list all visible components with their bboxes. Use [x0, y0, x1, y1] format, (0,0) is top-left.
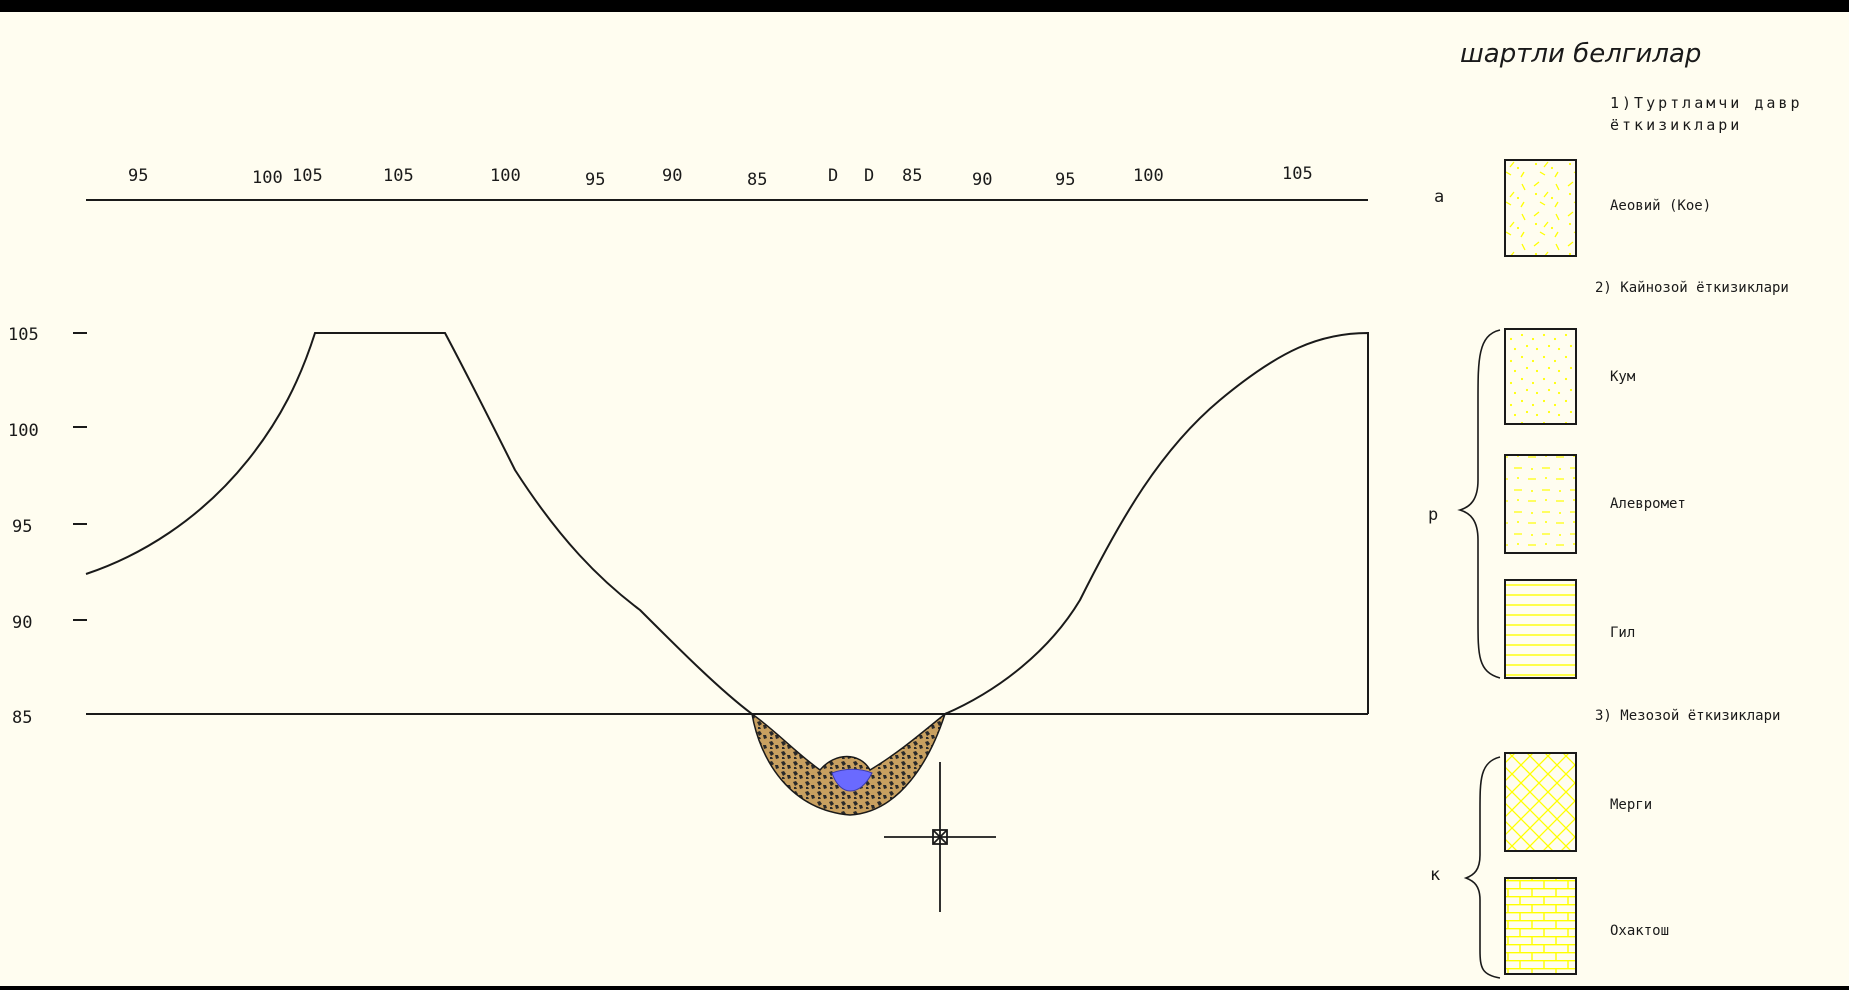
y-axis-label: 100 — [8, 421, 39, 441]
top-label: D — [828, 166, 838, 186]
crosshair-cursor-icon — [884, 762, 996, 912]
top-label: 100 — [252, 168, 283, 188]
brace-k — [1463, 756, 1501, 979]
legend-title: шартли белгилар — [1460, 39, 1701, 69]
legend-section-3: 3) Мезозой ёткизиклари — [1595, 708, 1780, 724]
valley-profile — [85, 331, 1369, 715]
legend-index-p: р — [1428, 505, 1438, 525]
legend-index-k: к — [1430, 865, 1440, 885]
swatch-alluvial — [1504, 159, 1577, 257]
legend-item-limestone: Охактош — [1610, 923, 1669, 939]
top-label: 90 — [972, 170, 992, 190]
top-scale: 95 100 105 105 100 95 90 85 D D 85 90 95… — [86, 164, 1368, 201]
swatch-siltstone — [1504, 454, 1577, 554]
top-label: 100 — [1133, 166, 1164, 186]
y-axis-label: 105 — [8, 325, 39, 345]
top-label: 95 — [585, 170, 605, 190]
top-label: 90 — [662, 166, 682, 186]
swatch-limestone — [1504, 877, 1577, 975]
swatch-marl — [1504, 752, 1577, 852]
river-deposits — [750, 711, 947, 816]
top-label: 105 — [292, 166, 323, 186]
brace-p — [1457, 329, 1501, 679]
top-label: 100 — [490, 166, 521, 186]
y-axis: 105 100 95 90 85 — [8, 325, 87, 728]
legend-index-a: а — [1434, 187, 1444, 207]
top-label: 85 — [747, 170, 767, 190]
swatch-clay — [1504, 579, 1577, 679]
top-label: 105 — [1282, 164, 1313, 184]
y-axis-label: 95 — [12, 517, 32, 537]
swatch-sand — [1504, 328, 1577, 425]
legend-item-siltstone: Алевромет — [1610, 496, 1686, 512]
legend-item-sand: Кум — [1610, 369, 1636, 385]
top-label: D — [864, 166, 874, 186]
top-label: 85 — [902, 166, 922, 186]
y-axis-label: 85 — [12, 708, 32, 728]
legend-section-1-line2: ёткизиклари — [1610, 116, 1742, 134]
legend-section-2: 2) Кайнозой ёткизиклари — [1595, 280, 1789, 296]
legend-item-alluvial: Аеовий (Кое) — [1610, 198, 1711, 214]
top-label: 105 — [383, 166, 414, 186]
legend-item-clay: Гил — [1610, 625, 1635, 641]
y-axis-label: 90 — [12, 613, 32, 633]
legend: шартли белгилар 1)Туртламчи давр ёткизик… — [1428, 39, 1803, 979]
legend-section-1: 1)Туртламчи давр — [1610, 94, 1803, 112]
legend-item-marl: Мерги — [1610, 797, 1652, 813]
river-water — [831, 768, 873, 792]
top-label: 95 — [128, 166, 148, 186]
top-label: 95 — [1055, 170, 1075, 190]
